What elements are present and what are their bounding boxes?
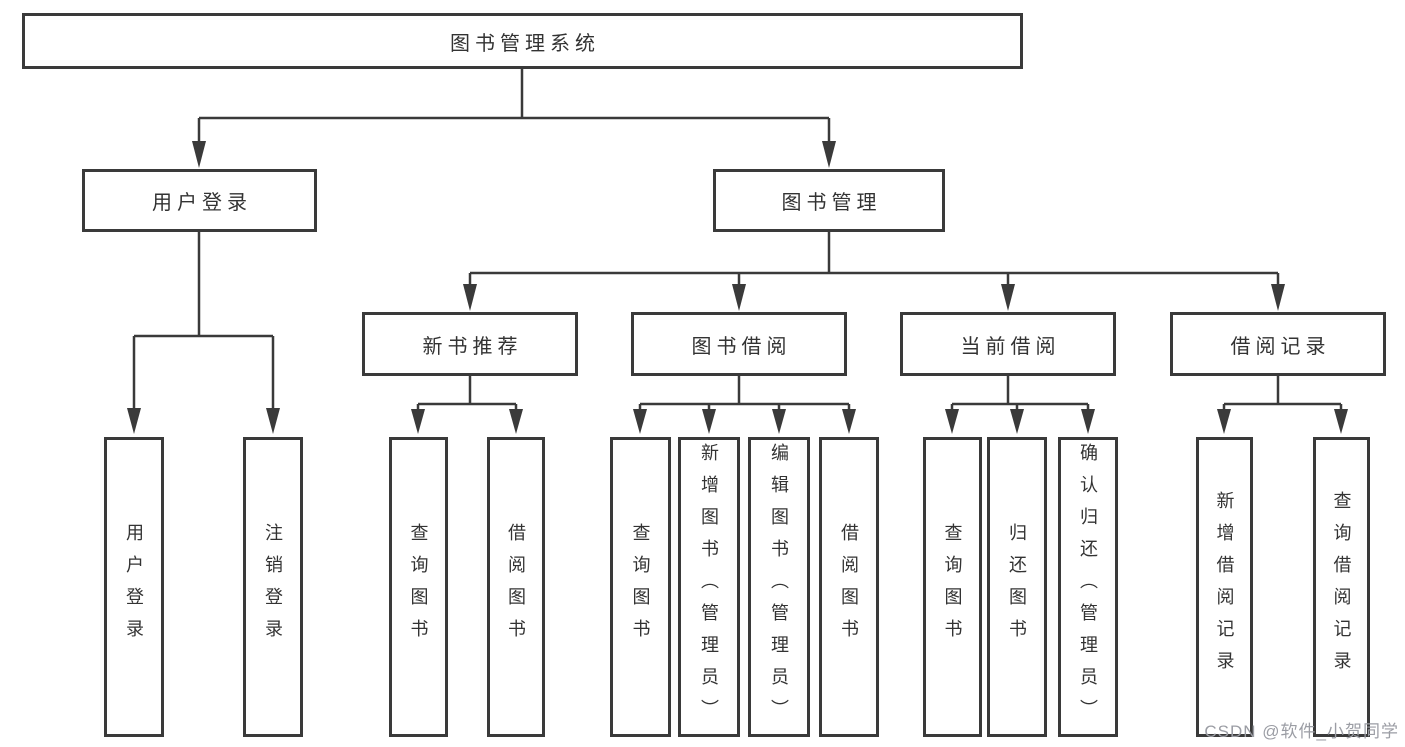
leaf-confirm-return-admin: 确认归还（管理员） — [1058, 437, 1118, 737]
node-current-borrowing: 当前借阅 — [900, 312, 1116, 376]
node-new-book-recommendation: 新书推荐 — [362, 312, 578, 376]
leaf-edit-books-admin: 编辑图书（管理员） — [748, 437, 810, 737]
leaf-return-books: 归还图书 — [987, 437, 1047, 737]
leaf-query-books-current: 查询图书 — [923, 437, 982, 737]
leaf-logout: 注销登录 — [243, 437, 303, 737]
leaf-add-books-admin: 新增图书（管理员） — [678, 437, 740, 737]
leaf-query-borrowing-record: 查询借阅记录 — [1313, 437, 1370, 737]
node-user-login: 用户登录 — [82, 169, 317, 232]
leaf-user-login: 用户登录 — [104, 437, 164, 737]
node-book-borrowing: 图书借阅 — [631, 312, 847, 376]
leaf-borrow-books: 借阅图书 — [819, 437, 879, 737]
leaf-add-borrowing-record: 新增借阅记录 — [1196, 437, 1253, 737]
csdn-watermark: CSDN @软件_小贺同学 — [1204, 722, 1399, 741]
leaf-query-books-recommend: 查询图书 — [389, 437, 448, 737]
node-book-management: 图书管理 — [713, 169, 945, 232]
leaf-borrow-books-recommend: 借阅图书 — [487, 437, 545, 737]
node-root: 图书管理系统 — [22, 13, 1023, 69]
node-borrowing-records: 借阅记录 — [1170, 312, 1386, 376]
leaf-query-books-borrowing: 查询图书 — [610, 437, 671, 737]
